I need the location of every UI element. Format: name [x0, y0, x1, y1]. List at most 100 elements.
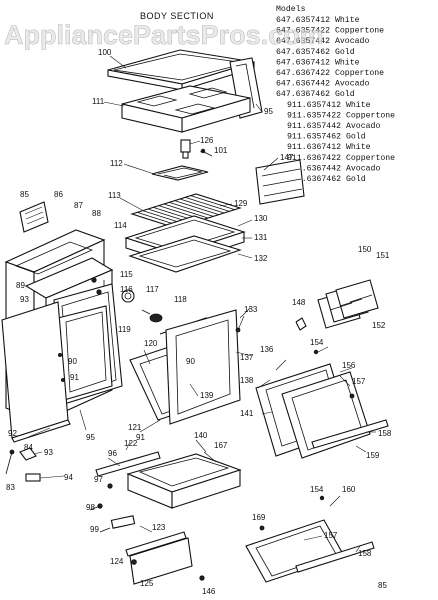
- screw-97: [107, 483, 113, 489]
- models-heading: Models: [276, 4, 306, 14]
- callout-126: 126: [200, 136, 214, 145]
- side-shield: [255, 159, 305, 205]
- model-entry: 647.6367442 Avocado: [276, 79, 369, 89]
- model-entry: 911.6367422 Coppertone: [287, 154, 395, 163]
- callout-169: 169: [252, 513, 266, 522]
- callout-114: 114: [114, 221, 127, 230]
- leveling-parts: [5, 447, 41, 482]
- callout-148: 148: [292, 298, 306, 307]
- callout-167: 167: [214, 441, 228, 450]
- model-entry: 647.6357412 White: [276, 15, 360, 25]
- callout-146: 146: [202, 587, 216, 596]
- burner-box: [121, 85, 251, 133]
- igniter-part: [180, 139, 201, 159]
- callout-85-page: 85: [378, 581, 387, 590]
- callout-141: 141: [240, 409, 254, 418]
- callout-158-lower: 158: [358, 549, 372, 558]
- model-entry: 911.6357442 Avocado: [287, 121, 380, 131]
- callout-154-lower: 154: [310, 485, 324, 494]
- control-knob: [121, 289, 135, 303]
- callout-99: 99: [90, 525, 99, 534]
- callout-88: 88: [92, 209, 101, 218]
- callout-151: 151: [376, 251, 390, 260]
- callout-111: 111: [92, 97, 105, 106]
- model-entry: 911.6367442 Avocado: [287, 163, 380, 173]
- rack-wire: [190, 195, 235, 211]
- callout-97: 97: [94, 475, 103, 484]
- callout-86: 86: [54, 190, 63, 199]
- watermark: AppliancePartsPros.com: [4, 20, 324, 50]
- rack-wire: [174, 200, 219, 216]
- model-entry: 647.6357442 Avocado: [276, 36, 369, 46]
- door-frame: [165, 309, 245, 425]
- callout-129: 129: [234, 199, 248, 208]
- screw-part-101: [200, 148, 213, 157]
- callout-113: 113: [108, 191, 121, 200]
- callout-89: 89: [16, 281, 25, 290]
- gas-valve: [141, 309, 163, 323]
- callout-121: 121: [128, 423, 142, 432]
- rack-wire: [179, 198, 225, 214]
- callout-115: 115: [120, 270, 133, 279]
- callout-159: 159: [366, 451, 380, 460]
- callout-154-upper: 154: [310, 338, 324, 347]
- callout-98: 98: [86, 503, 95, 512]
- fasteners-115-116: [91, 277, 102, 295]
- callout-84: 84: [24, 443, 33, 452]
- bottom-rail: [125, 531, 193, 585]
- callout-130: 130: [254, 214, 268, 223]
- model-entry: 647.6357422 Coppertone: [276, 27, 384, 36]
- callout-93-lower: 93: [44, 448, 53, 457]
- callout-156: 156: [342, 361, 356, 370]
- callout-87: 87: [74, 201, 83, 210]
- callout-147: 147: [280, 153, 294, 162]
- door-handle: [311, 419, 389, 449]
- callout-124: 124: [110, 557, 124, 566]
- callout-136: 136: [260, 345, 274, 354]
- rack-wire: [163, 203, 209, 219]
- screw-146: [199, 575, 205, 581]
- section-title: BODY SECTION: [140, 11, 214, 21]
- callout-122: 122: [124, 439, 138, 448]
- stop-screws: [313, 349, 325, 501]
- callout-157-lower: 157: [324, 531, 338, 540]
- callout-140: 140: [194, 431, 208, 440]
- callout-91-lower: 91: [136, 433, 145, 442]
- model-entry: 647.6367412 White: [276, 57, 360, 67]
- model-entry: 911.6357462 Gold: [287, 132, 366, 142]
- callout-131: 131: [254, 233, 268, 242]
- leader-lines: [25, 55, 376, 553]
- oven-cavity-door-frame: [57, 305, 113, 401]
- callout-138: 138: [240, 376, 254, 385]
- clip-148: [295, 317, 307, 331]
- model-entry: 911.6357412 White: [287, 100, 371, 110]
- callout-120: 120: [144, 339, 158, 348]
- broil-element: [151, 165, 209, 181]
- rack-wire: [169, 201, 214, 217]
- oven-bottom-panel: [128, 235, 242, 273]
- drip-pans: [317, 279, 379, 329]
- callout-92: 92: [8, 429, 17, 438]
- callout-132: 132: [254, 254, 268, 263]
- insulation-plate: [19, 201, 49, 233]
- callout-118: 118: [174, 295, 187, 304]
- leveling-leg: [99, 515, 136, 533]
- rack-wire: [185, 196, 230, 212]
- callout-101: 101: [214, 146, 228, 155]
- callout-160: 160: [342, 485, 356, 494]
- callout-116: 116: [120, 285, 133, 294]
- screw-98: [89, 503, 103, 511]
- lower-door-glass: [245, 519, 375, 583]
- callout-119: 119: [118, 325, 131, 334]
- callout-137: 137: [240, 353, 254, 362]
- kick-rail: [95, 451, 161, 477]
- model-entry: 647.6367462 Gold: [276, 89, 355, 99]
- callout-125: 125: [140, 579, 154, 588]
- callout-150: 150: [358, 245, 372, 254]
- callout-152: 152: [372, 321, 386, 330]
- storage-drawer: [126, 453, 242, 509]
- callout-117: 117: [146, 285, 159, 294]
- model-entry: 647.6367422 Coppertone: [276, 69, 384, 78]
